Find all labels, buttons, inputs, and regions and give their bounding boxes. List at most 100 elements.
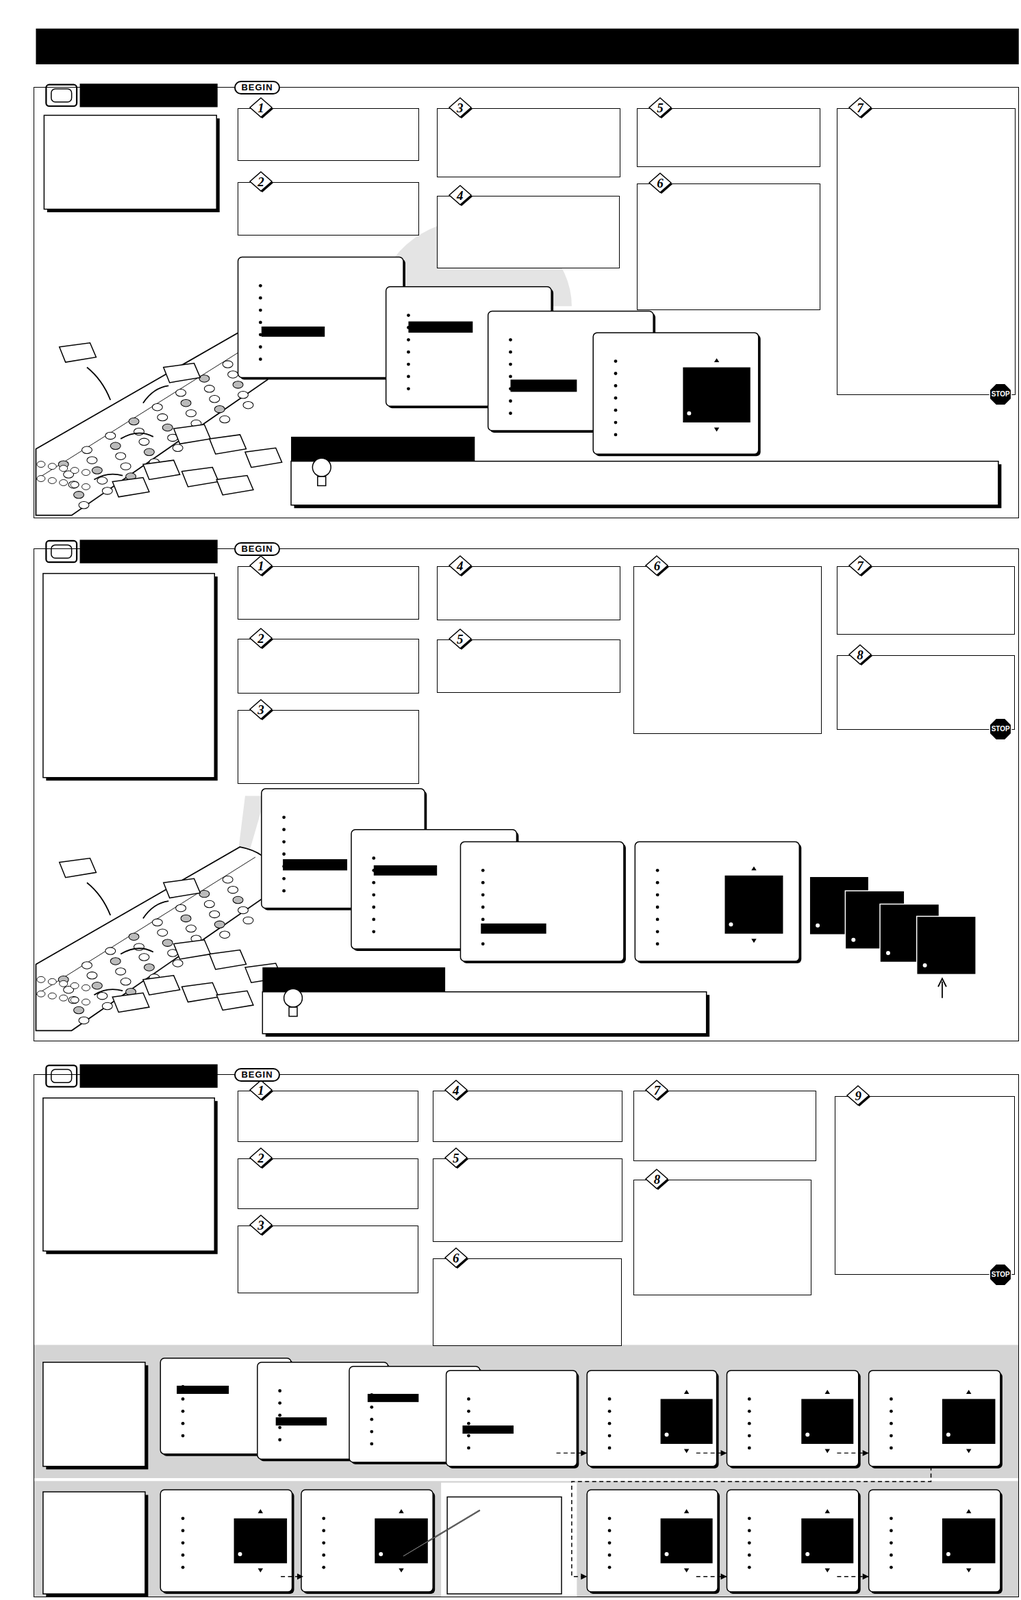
menu-dot	[608, 1566, 612, 1570]
menu-dot	[889, 1446, 893, 1451]
submenu-box	[374, 1518, 428, 1565]
cursor-dot	[686, 411, 691, 416]
menu-dot	[889, 1422, 893, 1426]
menu-dot	[508, 350, 513, 355]
step-number-diamond: 2	[247, 171, 274, 194]
menu-dot	[508, 411, 513, 415]
cursor-dot	[805, 1552, 810, 1557]
step-number: 1	[247, 555, 274, 578]
menu-dot	[508, 338, 513, 342]
menu-dot	[608, 1516, 612, 1521]
menu-highlight	[282, 859, 348, 871]
menu-dot	[614, 371, 618, 376]
menu-dot	[747, 1434, 752, 1439]
step-number-diamond: 9	[845, 1085, 872, 1108]
scroll-arrow	[258, 1568, 263, 1573]
step-number-diamond: 6	[443, 1247, 470, 1270]
side-note-box	[43, 1492, 146, 1595]
scroll-arrow	[825, 1568, 830, 1573]
menu-dot	[747, 1516, 752, 1521]
menu-dot	[747, 1446, 752, 1451]
scroll-arrow	[258, 1509, 263, 1514]
step-box: 3	[436, 108, 621, 178]
step-box: 5	[436, 639, 621, 693]
onscreen-menu	[726, 1370, 859, 1467]
menu-dot	[656, 893, 660, 898]
menu-dot	[278, 1438, 282, 1443]
tip-box	[291, 461, 999, 506]
step-number: 6	[643, 555, 670, 578]
scroll-arrow	[751, 866, 756, 871]
header-bar	[35, 28, 1019, 65]
scroll-arrow	[966, 1568, 972, 1573]
step-number-diamond: 7	[643, 1079, 670, 1102]
step-box: 6	[636, 183, 821, 311]
menu-highlight	[261, 326, 325, 337]
intro-box	[43, 1098, 215, 1252]
step-number-diamond: 3	[247, 1214, 274, 1237]
menu-dot	[181, 1516, 185, 1521]
stop-sign: STOP	[988, 382, 1013, 407]
tip-header	[262, 967, 446, 993]
arrowhead	[580, 1573, 587, 1580]
step-number: 5	[647, 97, 674, 120]
menu-dot	[889, 1409, 893, 1414]
cursor-dot	[946, 1552, 951, 1557]
arrowhead	[862, 1573, 869, 1580]
step-box: 7	[836, 108, 1016, 396]
menu-dot	[258, 296, 263, 300]
tv-screen-icon	[51, 1069, 72, 1083]
onscreen-menu	[160, 1490, 292, 1593]
menu-dot	[747, 1566, 752, 1570]
step-number: 6	[647, 172, 674, 195]
menu-dot	[481, 881, 485, 885]
gray-band	[33, 1344, 1019, 1597]
cursor-dot	[728, 922, 733, 927]
step-box: 2	[237, 1158, 419, 1210]
scroll-arrow	[714, 427, 720, 432]
step-number: 3	[247, 699, 274, 722]
stop-label: STOP	[988, 716, 1013, 742]
submenu-box	[682, 367, 750, 423]
step-box: 2	[237, 638, 420, 695]
menu-dot	[747, 1422, 752, 1426]
scroll-arrow	[966, 1448, 972, 1454]
step-number: 2	[247, 627, 274, 650]
step-box: 8	[633, 1179, 811, 1295]
menu-dot	[481, 868, 485, 873]
step-box: 9	[834, 1096, 1015, 1276]
menu-dot	[656, 881, 660, 885]
lightbulb-base	[317, 476, 326, 486]
menu-dot	[321, 1516, 326, 1521]
step-number-diamond: 5	[647, 97, 674, 120]
menu-dot	[608, 1553, 612, 1558]
step-number: 7	[847, 97, 874, 120]
menu-dot	[614, 396, 618, 400]
intro-box	[43, 573, 215, 778]
tv-icon	[45, 84, 77, 107]
arrowhead	[862, 1450, 869, 1457]
stop-sign: STOP	[988, 716, 1013, 742]
menu-dot	[889, 1553, 893, 1558]
menu-dot	[747, 1541, 752, 1545]
menu-dot	[181, 1434, 185, 1439]
menu-dot	[278, 1426, 282, 1430]
scroll-arrow	[684, 1509, 689, 1514]
step-number-diamond: 1	[247, 555, 274, 578]
menu-dot	[614, 384, 618, 388]
step-number: 1	[247, 97, 274, 120]
scroll-arrow	[684, 1568, 689, 1573]
onscreen-menu	[301, 1490, 433, 1593]
tv-icon	[45, 1065, 77, 1087]
menu-dot	[371, 856, 376, 861]
menu-highlight	[367, 1394, 420, 1403]
menu-dot	[614, 408, 618, 413]
step-box: 1	[237, 108, 420, 162]
step-number: 9	[845, 1085, 872, 1108]
step-number: 7	[643, 1079, 670, 1102]
menu-dot	[406, 313, 411, 318]
scroll-arrow	[966, 1509, 972, 1514]
step-number-diamond: 7	[847, 97, 874, 120]
arrowhead	[297, 1573, 304, 1580]
